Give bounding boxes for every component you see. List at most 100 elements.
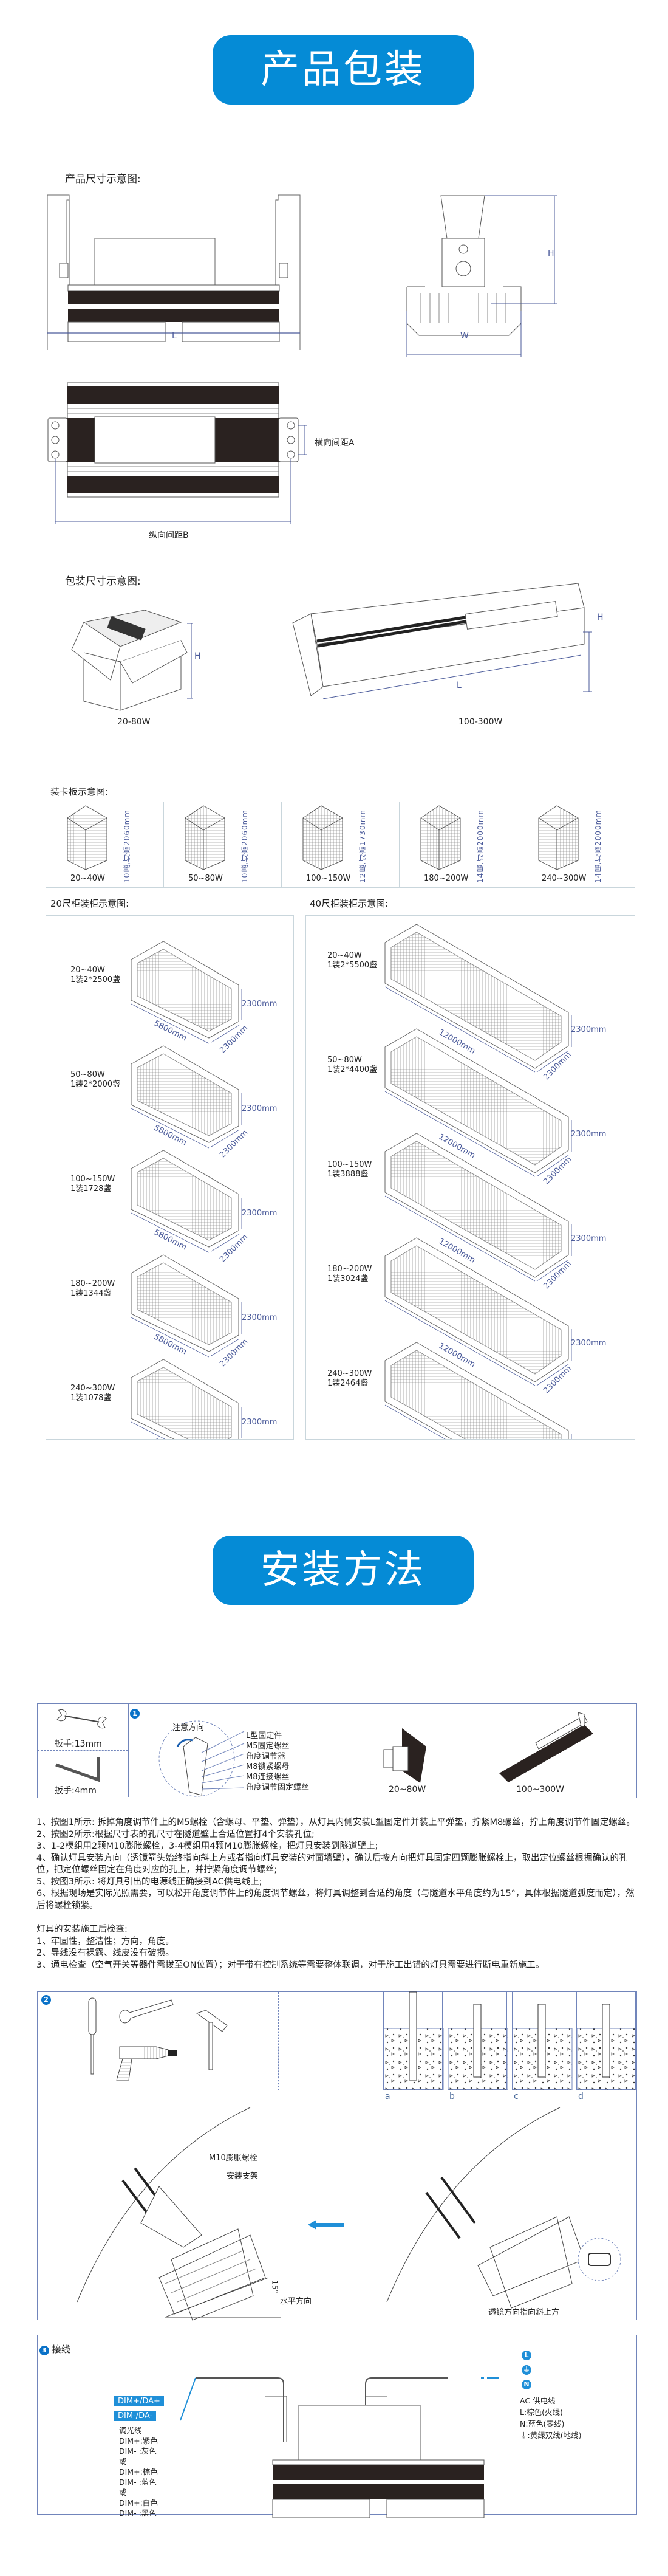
instruction-line: 3、1-2模组用2颗M10膨胀螺栓，3-4模组用4颗M10膨胀螺栓，把灯具安装到… (36, 1841, 378, 1851)
container-qty-label: 1装1344盏 (70, 1289, 112, 1298)
ac-marker-icon: L (522, 2351, 531, 2360)
dim-wire-line: DIM- :灰色 (119, 2447, 157, 2456)
drill-step-illustration (576, 2004, 637, 2090)
container-power-label: 240~300W (327, 1369, 372, 1378)
container-illustration (384, 924, 572, 1073)
tool1-label: 扳手:13mm (55, 1739, 102, 1749)
dim-wire-line: 或 (119, 2457, 127, 2466)
horizontal-label: 水平方向 (280, 2297, 312, 2306)
container-illustration (384, 1342, 572, 1439)
container-power-label: 20~40W (70, 966, 105, 975)
large-lamp-label: 100~300W (516, 1785, 565, 1795)
ac-wire-line: N:蓝色(零线) (520, 2419, 565, 2428)
pallet-stack-label: 14层,灯高2000mm (594, 809, 602, 884)
package-small-label: 20-80W (117, 717, 151, 727)
container20-title: 20尺柜装柜示意图: (50, 898, 129, 909)
step2-number: 2 (41, 1995, 51, 2005)
dim-label-l: L (172, 331, 177, 341)
step3-title: 接线 (52, 2344, 70, 2355)
container-power-label: 50~80W (70, 1070, 105, 1079)
tunnel-wall-installed (77, 2107, 281, 2321)
box-large-l-label: L (457, 681, 462, 690)
part-label: M8锁紧螺母 (246, 1762, 290, 1771)
container-illustration (384, 1133, 572, 1282)
bolt-label: M10膨胀螺栓 (209, 2154, 257, 2163)
lamp-small-bracket-illustration (383, 1728, 426, 1783)
ac-wire-line: AC 供电线 (520, 2396, 556, 2405)
step3-number: 3 (39, 2346, 49, 2355)
drill-step-b: b (448, 1992, 508, 2101)
drill-step-illustration (448, 2004, 508, 2090)
pallet-stack-illustration (302, 805, 343, 870)
pallet-title: 装卡板示意图: (50, 786, 109, 797)
instruction-line: 6、根据现场是实际光照需要，可以松开角度调节件上的角度调节螺丝，将灯具调整到合适… (36, 1889, 635, 1911)
angle-label: 15° (270, 2280, 279, 2293)
ac-markers: L⏚N (522, 2351, 533, 2394)
hex-key-4mm-icon (55, 1757, 100, 1782)
container-qty-label: 1装1728盏 (70, 1184, 112, 1194)
step3-header: 3 接线 (39, 2343, 70, 2355)
drill-step-label: b (449, 2092, 455, 2101)
container-illustration (384, 1028, 572, 1177)
product-size-title: 产品尺寸示意图: (65, 173, 141, 185)
drill-step-d: d (576, 1992, 637, 2101)
check-line: 1、牢固性，整洁性；方向，角度。 (36, 1936, 174, 1946)
lamp-side-view (406, 195, 557, 357)
dim-wire-line: DIM+:白色 (119, 2498, 158, 2507)
pallet-stack-label: 14层,灯高2000mm (476, 809, 485, 884)
drill-step-label: a (385, 2092, 390, 2101)
container-height-label: 2300mm (242, 1418, 278, 1427)
tools-column: 扳手:13mm 扳手:4mm (38, 1704, 129, 1797)
pallet-power-label: 50~80W (188, 874, 223, 883)
drill-step-c: c (512, 1992, 573, 2101)
drill-step-a: a (383, 1991, 444, 2101)
part-label: M5固定螺丝 (246, 1742, 290, 1751)
pallet-power-label: 20~40W (70, 874, 105, 883)
small-lamp-label: 20~80W (389, 1785, 426, 1795)
instruction-line: 1、按图1所示: 拆掉角度调节件上的M5螺栓（含螺母、平垫、弹垫），从灯具内侧安… (36, 1818, 635, 1827)
pallet-stack-label: 12层,灯高1730mm (358, 809, 367, 884)
container-power-label: 20~40W (327, 951, 362, 960)
container-qty-label: 1装3024盏 (327, 1274, 369, 1283)
container-qty-label: 1装2464盏 (327, 1379, 369, 1388)
arrow-left-icon (308, 2220, 344, 2230)
container-power-label: 180~200W (70, 1279, 115, 1288)
pallet-stack-illustration (420, 805, 461, 870)
package-box-small (71, 610, 193, 711)
box-large-h-label: H (597, 613, 604, 622)
container-illustration (131, 1254, 242, 1358)
container-illustration (131, 1359, 242, 1439)
container-height-label: 2300mm (242, 1000, 278, 1009)
step1-number: 1 (130, 1709, 140, 1719)
lamp-large-bracket-illustration (499, 1712, 593, 1782)
container-qty-label: 1装2*5500盏 (327, 961, 378, 970)
section-badge-packaging: 产品包装 (213, 35, 474, 105)
container-height-label: 2300mm (571, 1025, 607, 1034)
container-height-label: 2300mm (242, 1104, 278, 1113)
container-power-label: 180~200W (327, 1265, 372, 1274)
container-height-label: 2300mm (571, 1130, 607, 1139)
instruction-line: 4、确认灯具安装方向（透镜箭头始终指向斜上方或者指向灯具安装的对面墙壁），确认后… (36, 1853, 628, 1875)
tool2-label: 扳手:4mm (55, 1786, 97, 1796)
ac-marker-icon: N (522, 2380, 531, 2389)
dim-wire-line: 或 (119, 2488, 127, 2497)
dim-minus-tag: DIM-/DA- (114, 2411, 157, 2421)
check-line: 3、通电检查（空气开关等器件需拨至ON位置）；对于带有控制系统等需要整体联调，对… (36, 1960, 545, 1970)
pallet-stack-illustration (67, 805, 107, 870)
instruction-line: 2、按图2所示:根据尺寸表的孔尺寸在隧道壁上合适位置打4个安装孔位; (36, 1829, 315, 1839)
spacing-a-label: 横向间距A (315, 438, 355, 448)
instructions: 1、按图1所示: 拆掉角度调节件上的M5螺栓（含螺母、平垫、弹垫），从灯具内侧安… (36, 1817, 638, 1912)
package-box-large (292, 583, 592, 699)
dim-wire-line: 调光线 (119, 2426, 142, 2435)
tunnel-wall-before (386, 2107, 621, 2309)
